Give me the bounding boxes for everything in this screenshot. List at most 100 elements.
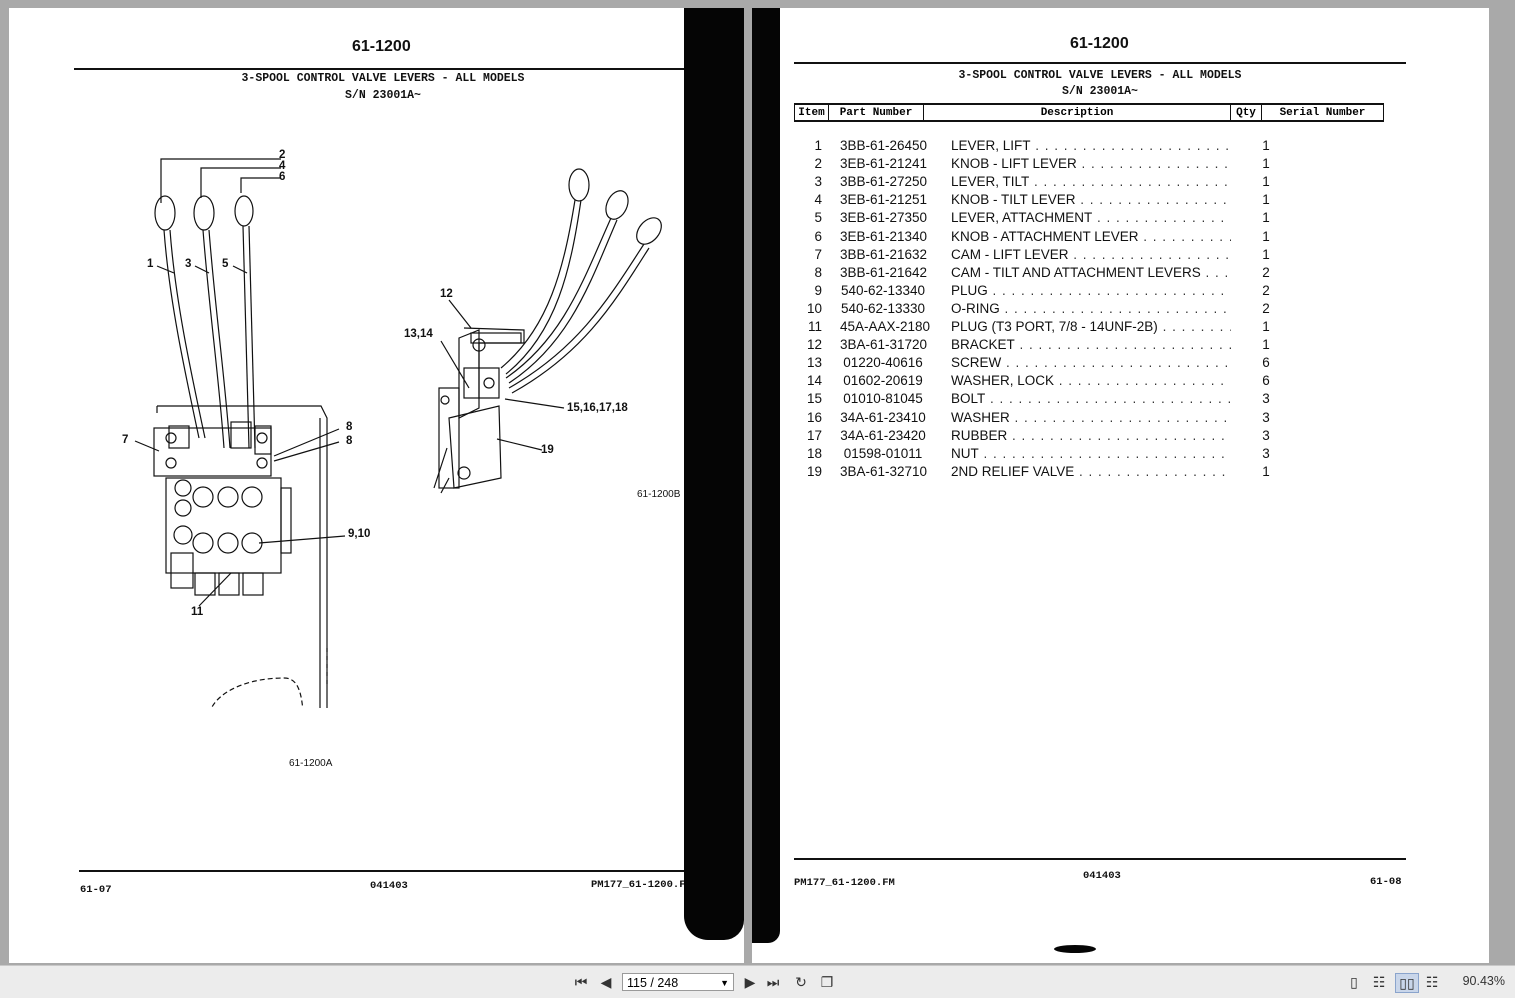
left-page: 61-1200 3-SPOOL CONTROL VALVE LEVERS - A… xyxy=(9,8,744,963)
row-description: KNOB - TILT LEVER . . . . . . . . . . . … xyxy=(951,192,1231,208)
row-description: LEVER, LIFT . . . . . . . . . . . . . . … xyxy=(951,138,1231,153)
row-item: 17 xyxy=(806,427,822,443)
left-footer-page: 61-07 xyxy=(80,884,112,896)
row-item: 19 xyxy=(806,463,822,479)
row-part-number: 34A-61-23420 xyxy=(840,427,926,443)
row-part-number: 3BA-61-31720 xyxy=(840,337,928,353)
prev-page-icon[interactable]: ◀ xyxy=(600,974,612,990)
page-number-select[interactable]: 115 / 248 ▼ xyxy=(622,973,734,991)
callout-8a: 8 xyxy=(346,421,353,433)
row-item: 13 xyxy=(806,355,822,371)
row-qty: 1 xyxy=(1262,319,1270,334)
row-description: CAM - TILT AND ATTACHMENT LEVERS . . . .… xyxy=(951,264,1231,280)
row-description: WASHER, LOCK . . . . . . . . . . . . . .… xyxy=(951,373,1231,389)
row-qty: 1 xyxy=(1262,210,1270,226)
left-page-title: 3-SPOOL CONTROL VALVE LEVERS - ALL MODEL… xyxy=(241,72,525,85)
page-indicator: 115 / 248 xyxy=(627,976,679,990)
two-page-continuous-icon[interactable]: ☷ xyxy=(1425,974,1439,990)
row-description: PLUG . . . . . . . . . . . . . . . . . .… xyxy=(951,282,1231,298)
row-part-number: 01220-40616 xyxy=(843,355,923,371)
left-footer-date: 041403 xyxy=(370,880,408,892)
row-item: 3 xyxy=(814,174,822,190)
row-item: 7 xyxy=(814,246,822,262)
callout-11: 11 xyxy=(191,606,204,618)
row-item: 15 xyxy=(806,391,822,407)
row-part-number: 3EB-61-21340 xyxy=(840,228,928,244)
row-qty: 6 xyxy=(1262,373,1270,389)
left-footer-file: PM177_61-1200.FM xyxy=(591,879,692,891)
row-part-number: 3BA-61-32710 xyxy=(840,463,928,479)
fit-icon[interactable]: ❐ xyxy=(820,974,834,990)
row-qty: 3 xyxy=(1262,427,1270,443)
row-item: 14 xyxy=(806,373,822,389)
row-qty: 1 xyxy=(1262,337,1270,353)
right-page-title: 3-SPOOL CONTROL VALVE LEVERS - ALL MODEL… xyxy=(958,69,1242,82)
two-page-icon[interactable]: ▯▯ xyxy=(1395,973,1419,993)
row-description: BOLT . . . . . . . . . . . . . . . . . .… xyxy=(951,391,1231,407)
row-qty: 3 xyxy=(1262,391,1270,407)
row-item: 11 xyxy=(807,319,822,334)
row-item: 1 xyxy=(814,138,822,153)
row-description: 2ND RELIEF VALVE . . . . . . . . . . . .… xyxy=(951,463,1231,479)
chevron-down-icon: ▼ xyxy=(720,978,729,988)
row-part-number: 34A-61-23410 xyxy=(840,409,926,425)
row-item: 6 xyxy=(814,228,822,244)
scan-edge-right xyxy=(752,8,780,943)
row-qty: 2 xyxy=(1262,264,1270,280)
last-page-icon[interactable]: ⏭ xyxy=(766,974,780,990)
row-description: RUBBER . . . . . . . . . . . . . . . . .… xyxy=(951,427,1231,443)
callout-12: 12 xyxy=(440,288,453,300)
callout-5: 5 xyxy=(222,258,229,270)
row-qty: 1 xyxy=(1262,228,1270,244)
callout-19: 19 xyxy=(541,444,554,456)
row-description: CAM - LIFT LEVER . . . . . . . . . . . .… xyxy=(951,246,1231,262)
scan-blot xyxy=(1054,945,1096,953)
row-qty: 1 xyxy=(1262,156,1270,172)
callout-15-18: 15,16,17,18 xyxy=(567,402,628,414)
row-part-number: 540-62-13330 xyxy=(840,300,926,316)
exploded-diagram xyxy=(134,158,662,708)
zoom-level[interactable]: 90.43% xyxy=(1462,974,1505,988)
viewer-toolbar: ⏮ ◀ 115 / 248 ▼ ▶ ⏭ ↻ ❐ ▯ ☷ ▯▯ ☷ 90.43% xyxy=(0,965,1515,998)
callout-1: 1 xyxy=(147,258,154,270)
document-viewport[interactable]: 61-1200 3-SPOOL CONTROL VALVE LEVERS - A… xyxy=(0,0,1515,965)
right-page-serial: S/N 23001A~ xyxy=(1062,85,1138,98)
right-footer-rule xyxy=(794,858,1406,860)
first-page-icon[interactable]: ⏮ xyxy=(574,974,588,990)
row-description: WASHER . . . . . . . . . . . . . . . . .… xyxy=(951,409,1231,425)
row-qty: 6 xyxy=(1262,355,1270,371)
row-part-number: 3EB-61-27350 xyxy=(840,210,928,226)
col-qty: Qty xyxy=(1230,103,1262,122)
parts-table-header: Item Part Number Description Qty Serial … xyxy=(794,103,1384,122)
left-footer-rule xyxy=(79,870,694,872)
row-qty: 1 xyxy=(1262,246,1270,262)
row-part-number: 3BB-61-21642 xyxy=(840,264,928,280)
continuous-icon[interactable]: ☷ xyxy=(1372,974,1386,990)
row-item: 5 xyxy=(814,210,822,226)
row-description: LEVER, TILT . . . . . . . . . . . . . . … xyxy=(951,174,1231,190)
figure-label-b: 61-1200B xyxy=(637,489,681,500)
row-description: LEVER, ATTACHMENT . . . . . . . . . . . … xyxy=(951,210,1231,226)
right-page: 61-1200 3-SPOOL CONTROL VALVE LEVERS - A… xyxy=(752,8,1489,963)
right-header-rule xyxy=(794,62,1406,64)
single-page-icon[interactable]: ▯ xyxy=(1350,974,1358,990)
callout-9-10: 9,10 xyxy=(348,528,371,540)
row-part-number: 3BB-61-21632 xyxy=(840,246,928,262)
row-item: 16 xyxy=(806,409,822,425)
row-description: KNOB - ATTACHMENT LEVER . . . . . . . . … xyxy=(951,228,1231,244)
col-part-number: Part Number xyxy=(828,103,924,122)
next-page-icon[interactable]: ▶ xyxy=(744,974,756,990)
callout-4: 4 xyxy=(279,160,286,172)
row-qty: 2 xyxy=(1262,282,1270,298)
callout-13-14: 13,14 xyxy=(404,328,433,340)
figure-label-a: 61-1200A xyxy=(289,758,333,769)
row-qty: 1 xyxy=(1262,192,1270,208)
col-description: Description xyxy=(923,103,1231,122)
row-description: PLUG (T3 PORT, 7/8 - 14UNF-2B) . . . . .… xyxy=(951,319,1231,334)
rotate-icon[interactable]: ↻ xyxy=(795,974,807,990)
row-part-number: 01602-20619 xyxy=(843,373,923,389)
callout-6: 6 xyxy=(279,171,286,183)
callout-8b: 8 xyxy=(346,435,353,447)
col-item: Item xyxy=(794,103,829,122)
col-serial-number: Serial Number xyxy=(1261,103,1384,122)
